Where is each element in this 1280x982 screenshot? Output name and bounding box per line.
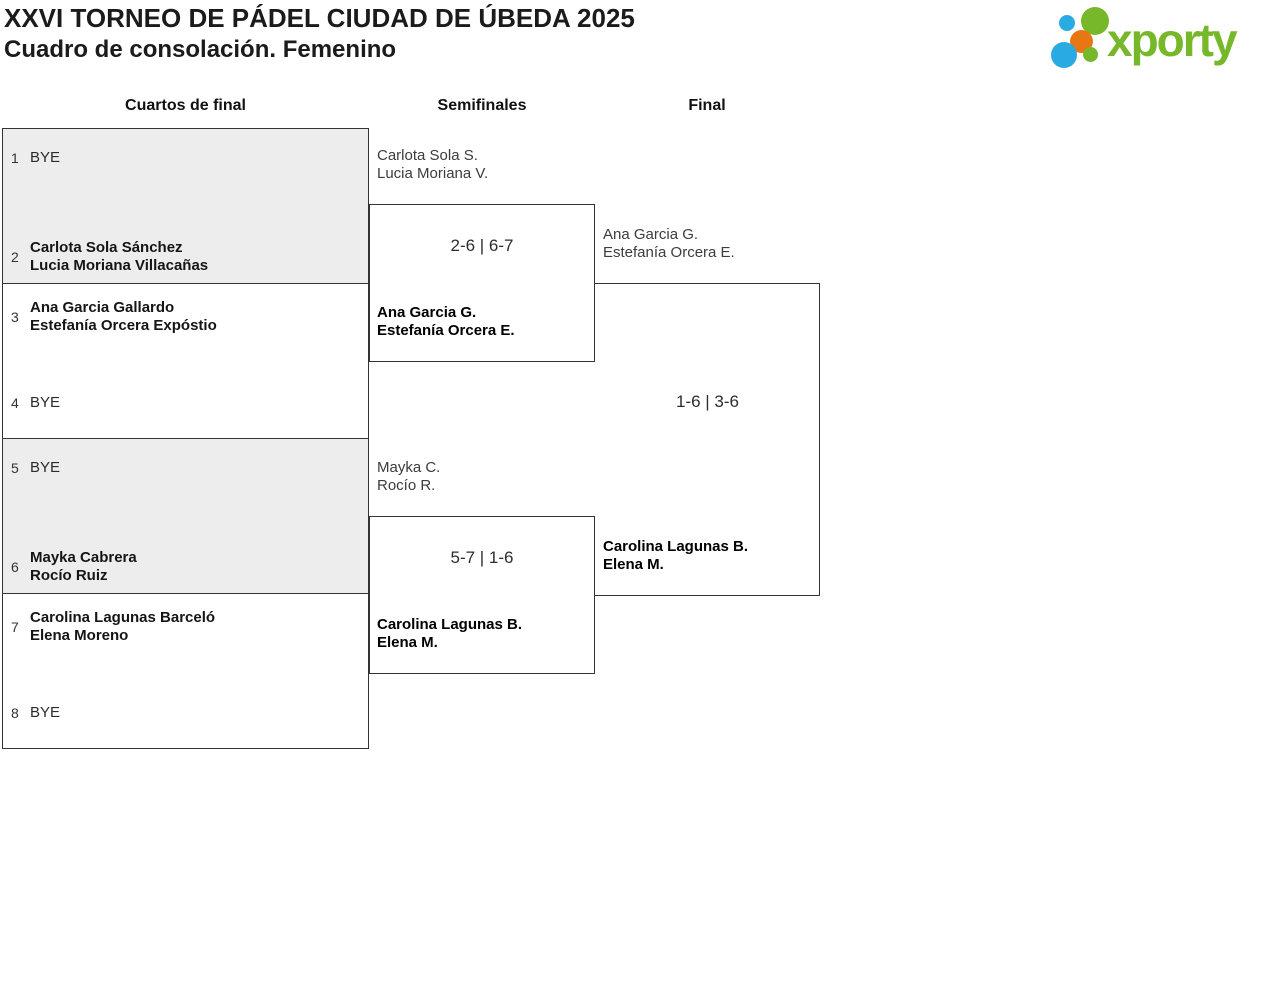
qf-match-box-4: 7 Carolina Lagunas Barceló Elena Moreno … <box>2 593 369 749</box>
team-slot-seed-1: 1 BYE <box>11 149 362 167</box>
team-name-line: BYE <box>30 149 61 166</box>
team-name-line: Ana Garcia G. <box>603 226 699 243</box>
xporty-logo[interactable]: xporty <box>1045 0 1280 75</box>
sf2-match-box <box>369 516 595 674</box>
team-name-line: Estefanía Orcera E. <box>377 322 515 339</box>
sf1-winning-team: Ana Garcia G. Estefanía Orcera E. <box>377 304 515 340</box>
team-name-line: Lucia Moriana V. <box>377 165 489 182</box>
seed-number: 3 <box>11 309 19 325</box>
sf1-team-from-top: Carlota Sola S. Lucia Moriana V. <box>377 147 488 183</box>
team-name-line: BYE <box>30 394 61 411</box>
team-slot-seed-6: 6 Mayka Cabrera Rocío Ruiz <box>11 549 362 585</box>
bracket-subtitle: Cuadro de consolación. Femenino <box>4 36 397 63</box>
seed-number: 8 <box>11 705 19 721</box>
final-team-from-top: Ana Garcia G. Estefanía Orcera E. <box>603 226 735 262</box>
team-name-line: Carolina Lagunas B. <box>603 538 749 555</box>
team-name-line: Rocío Ruiz <box>30 567 108 584</box>
qf-match-box-2: 3 Ana Garcia Gallardo Estefanía Orcera E… <box>2 283 369 439</box>
team-name-line: Mayka Cabrera <box>30 549 137 566</box>
team-slot-seed-2: 2 Carlota Sola Sánchez Lucia Moriana Vil… <box>11 239 362 275</box>
quarterfinals-column: 1 BYE 2 Carlota Sola Sánchez Lucia Moria… <box>2 128 369 749</box>
seed-number: 7 <box>11 619 19 635</box>
team-name-line: Carlota Sola Sánchez <box>30 239 183 256</box>
team-slot-seed-5: 5 BYE <box>11 459 362 477</box>
logo-dot-green-small-icon <box>1083 47 1098 62</box>
team-name-line: Rocío R. <box>377 477 436 494</box>
team-name-line: Carolina Lagunas B. <box>377 616 523 633</box>
final-match-box <box>595 283 820 596</box>
team-name-line: Elena M. <box>603 556 664 573</box>
team-name-line: Ana Garcia Gallardo <box>30 299 175 316</box>
team-name-line: Lucia Moriana Villacañas <box>30 257 209 274</box>
team-name-line: BYE <box>30 704 61 721</box>
team-name-line: Estefanía Orcera Expóstio <box>30 317 217 334</box>
logo-dot-blue-small-icon <box>1059 15 1075 31</box>
sf2-team-from-top: Mayka C. Rocío R. <box>377 459 440 495</box>
team-slot-seed-7: 7 Carolina Lagunas Barceló Elena Moreno <box>11 609 362 645</box>
qf-match-box-1: 1 BYE 2 Carlota Sola Sánchez Lucia Moria… <box>2 128 369 284</box>
team-slot-seed-8: 8 BYE <box>11 704 362 722</box>
seed-number: 2 <box>11 249 19 265</box>
final-match-score: 1-6 | 3-6 <box>675 392 739 411</box>
seed-number: 6 <box>11 559 19 575</box>
seed-number: 4 <box>11 395 19 411</box>
logo-wordmark: xporty <box>1107 14 1238 66</box>
team-name-line: Estefanía Orcera E. <box>603 244 735 261</box>
round-header-quarterfinals: Cuartos de final <box>125 97 246 114</box>
sf2-match-score: 5-7 | 1-6 <box>450 548 514 567</box>
team-name-line: Elena M. <box>377 634 438 651</box>
sf2-winning-team: Carolina Lagunas B. Elena M. <box>377 616 522 652</box>
team-name-line: Carolina Lagunas Barceló <box>30 609 216 626</box>
final-winning-team: Carolina Lagunas B. Elena M. <box>603 538 748 574</box>
round-header-final: Final <box>688 97 726 114</box>
team-slot-seed-4: 4 BYE <box>11 394 362 412</box>
team-name-line: Carlota Sola S. <box>377 147 478 164</box>
seed-number: 1 <box>11 150 19 166</box>
team-slot-seed-3: 3 Ana Garcia Gallardo Estefanía Orcera E… <box>11 299 362 335</box>
seed-number: 5 <box>11 460 19 476</box>
logo-dot-blue-large-icon <box>1051 42 1077 68</box>
tournament-title: XXVI TORNEO DE PÁDEL CIUDAD DE ÚBEDA 202… <box>4 3 635 33</box>
team-name-line: Mayka C. <box>377 459 441 476</box>
sf1-match-score: 2-6 | 6-7 <box>450 236 514 255</box>
qf-match-box-3: 5 BYE 6 Mayka Cabrera Rocío Ruiz <box>2 438 369 594</box>
sf1-match-box <box>369 204 595 362</box>
team-name-line: Ana Garcia G. <box>377 304 477 321</box>
team-name-line: BYE <box>30 459 61 476</box>
round-header-semifinals: Semifinales <box>437 97 527 114</box>
team-name-line: Elena Moreno <box>30 627 129 644</box>
